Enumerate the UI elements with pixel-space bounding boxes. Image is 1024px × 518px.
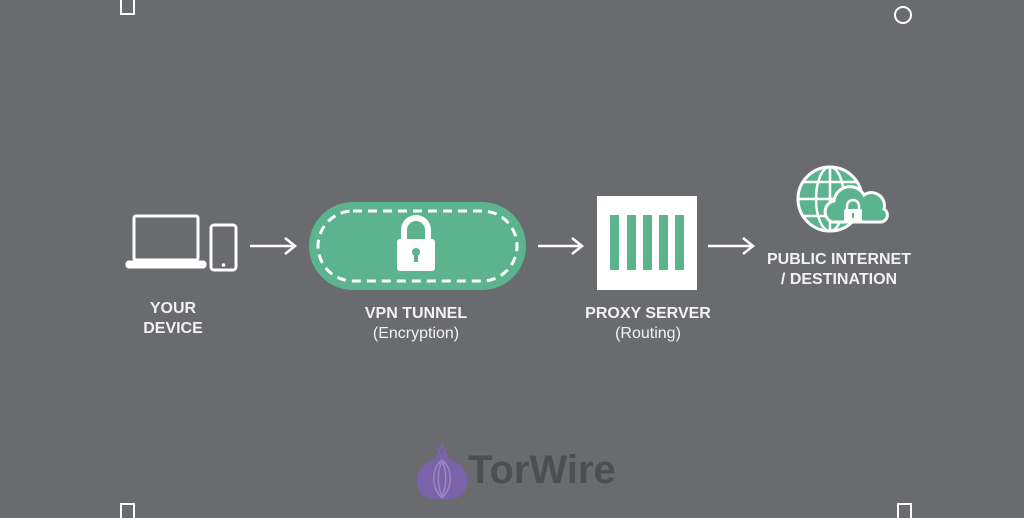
device-label-line2: DEVICE bbox=[143, 320, 203, 337]
arrow-icon bbox=[538, 237, 585, 255]
logo-text: TorWire bbox=[468, 448, 616, 492]
destination-label: PUBLIC INTERNET / DESTINATION bbox=[767, 250, 911, 290]
destination-subtitle: / DESTINATION bbox=[780, 271, 898, 288]
destination-title: PUBLIC INTERNET bbox=[767, 251, 911, 268]
proxy-server-subtitle: (Routing) bbox=[615, 325, 681, 342]
arrow-icon bbox=[250, 237, 298, 255]
vpn-tunnel-label: VPN TUNNEL (Encryption) bbox=[365, 304, 467, 344]
onion-logo-icon bbox=[416, 443, 468, 500]
laptop-icon bbox=[125, 214, 207, 269]
proxy-server-title: PROXY SERVER bbox=[585, 305, 711, 322]
lock-icon bbox=[397, 215, 435, 271]
corner-mark-square bbox=[897, 503, 912, 518]
proxy-server-label: PROXY SERVER (Routing) bbox=[585, 304, 711, 344]
vpn-tunnel-title: VPN TUNNEL bbox=[364, 305, 468, 322]
corner-mark-square bbox=[120, 0, 135, 15]
phone-icon bbox=[209, 223, 238, 272]
vpn-tunnel-subtitle: (Encryption) bbox=[372, 325, 460, 342]
proxy-server-icon bbox=[597, 196, 697, 290]
corner-mark-square bbox=[120, 503, 135, 518]
corner-mark-circle bbox=[894, 6, 912, 24]
device-label-line1: YOUR bbox=[149, 300, 197, 317]
device-label: YOUR DEVICE bbox=[143, 299, 203, 339]
cloud-lock-icon bbox=[823, 185, 889, 224]
arrow-icon bbox=[708, 237, 756, 255]
